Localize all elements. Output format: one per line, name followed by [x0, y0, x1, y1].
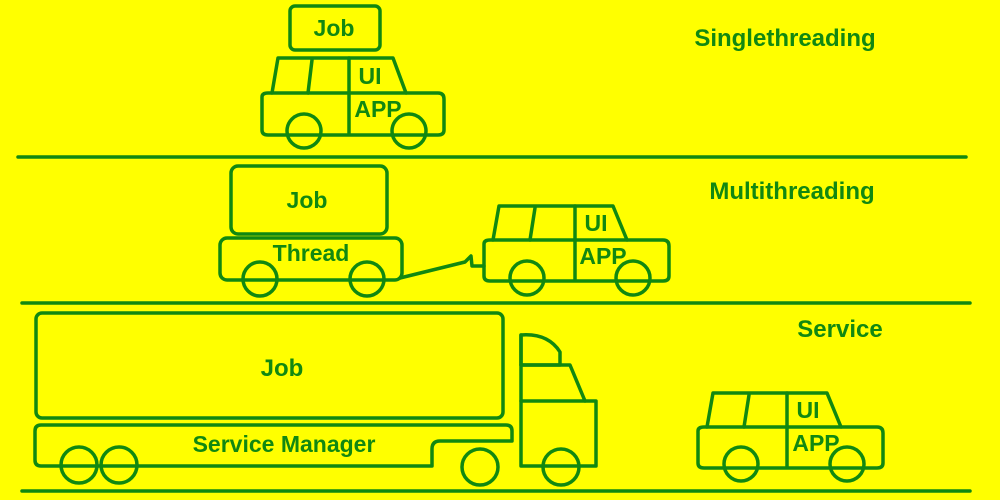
section-multithreading: Multithreading Job Thread UI APP [218, 164, 875, 298]
single-car: UI APP [260, 56, 446, 150]
single-car-ui-label: UI [359, 63, 382, 89]
single-job-label: Job [314, 15, 355, 41]
truck-cab [460, 333, 598, 487]
service-car-app-label: APP [792, 430, 839, 456]
service-job-label: Job [261, 355, 304, 382]
single-car-app-label: APP [354, 96, 401, 122]
section-title-singlethreading: Singlethreading [694, 25, 875, 52]
multi-car: UI APP [482, 204, 671, 297]
multi-job-box: Job [229, 164, 389, 236]
service-car-ui-label: UI [797, 397, 820, 423]
multi-car-app-label: APP [579, 243, 626, 269]
service-manager-trailer: Service Manager [33, 423, 514, 485]
multi-job-label: Job [287, 187, 328, 213]
section-service: Service Job Service Manager UI A [33, 311, 885, 487]
section-singlethreading: Singlethreading Job UI APP [260, 4, 876, 150]
thread-trailer: Thread [218, 236, 404, 298]
single-job-box: Job [288, 4, 382, 52]
multi-car-ui-label: UI [585, 210, 608, 236]
section-title-multithreading: Multithreading [709, 178, 874, 205]
thread-trailer-label: Thread [273, 240, 350, 266]
service-manager-label: Service Manager [193, 431, 376, 457]
tow-rope [398, 254, 486, 280]
section-title-service: Service [797, 316, 882, 343]
service-job-container: Job [34, 311, 505, 420]
service-car: UI APP [696, 391, 885, 483]
